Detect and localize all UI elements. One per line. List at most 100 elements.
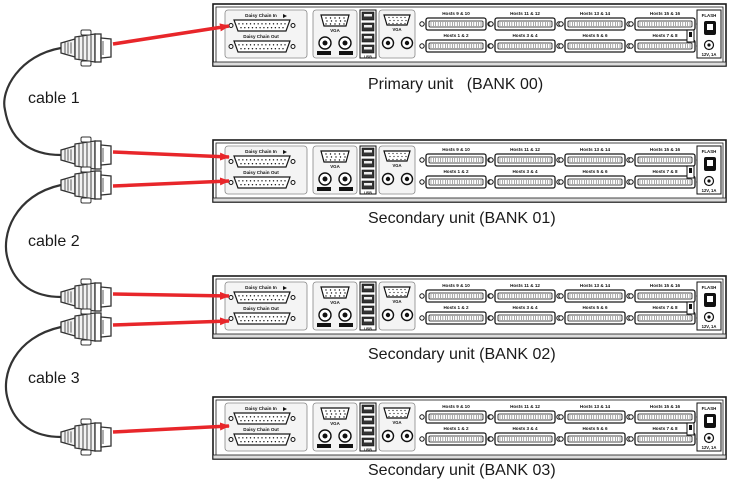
cable-2-wire: [4, 183, 62, 299]
host-port-label: Hosts 1 & 2: [443, 33, 468, 38]
host-port-label: Hosts 13 & 14: [580, 404, 611, 409]
daisy-chain-in-label: Daisy Chain In: [245, 13, 277, 18]
cable-label-1: cable 1: [28, 90, 80, 107]
host-port: [558, 175, 632, 189]
host-port: [628, 289, 702, 303]
power-label: 12V, 1A: [702, 445, 717, 450]
daisy-chain-in-port: [228, 19, 296, 32]
power-label: 12V, 1A: [702, 188, 717, 193]
daisy-chain-in-port: [228, 291, 296, 304]
usb-label: USB: [364, 327, 372, 331]
kvm-unit: Daisy Chain In Daisy Chain Out VGA USB VGA Ho…: [212, 3, 727, 67]
daisy-chain-out-port: [228, 312, 296, 325]
local-vga-port: [383, 14, 411, 26]
host-port: [419, 175, 493, 189]
host-port: [488, 17, 562, 31]
host-port: [558, 311, 632, 325]
host-port: [628, 153, 702, 167]
host-port: [419, 410, 493, 424]
host-port: [628, 410, 702, 424]
host-port-label: Hosts 3 & 4: [512, 33, 537, 38]
host-port-label: Hosts 13 & 14: [580, 11, 611, 16]
daisy-in-arrow-icon: [283, 407, 287, 411]
host-port: [558, 410, 632, 424]
host-port: [558, 289, 632, 303]
arrow-cable3-to-bank03-in: [112, 422, 230, 434]
vga-label: VGA: [330, 300, 340, 305]
cable-2-plug-bank02: [60, 278, 112, 316]
host-port-label: Hosts 15 & 16: [650, 147, 681, 152]
vga-port: [320, 150, 350, 163]
host-port: [419, 311, 493, 325]
host-port: [628, 17, 702, 31]
local-vga-label: VGA: [392, 420, 401, 425]
cable-2-plug-bank01: [60, 166, 112, 204]
arrow-cable3-to-bank02-out: [112, 317, 230, 327]
host-port-label: Hosts 15 & 16: [650, 11, 681, 16]
daisy-chain-out-label: Daisy Chain Out: [243, 427, 279, 432]
cable-3-plug-bank03: [60, 418, 112, 456]
host-port: [419, 39, 493, 53]
host-port-label: Hosts 15 & 16: [650, 283, 681, 288]
local-vga-port: [383, 150, 411, 162]
host-port-label: Hosts 5 & 6: [582, 33, 607, 38]
host-port: [558, 17, 632, 31]
usb-label: USB: [364, 55, 372, 59]
daisy-chain-in-label: Daisy Chain In: [245, 285, 277, 290]
power-label: 12V, 1A: [702, 324, 717, 329]
host-port: [488, 432, 562, 446]
unit-caption-bank-01: Secondary unit (BANK 01): [368, 210, 556, 227]
host-port-label: Hosts 7 & 8: [652, 33, 677, 38]
vga-label: VGA: [330, 28, 340, 33]
host-port-label: Hosts 1 & 2: [443, 305, 468, 310]
daisy-chain-in-port: [228, 155, 296, 168]
arrow-cable2-to-bank02-in: [112, 291, 230, 300]
vga-port: [320, 286, 350, 299]
cable-3-plug-bank02: [60, 308, 112, 346]
local-vga-label: VGA: [392, 163, 401, 168]
vga-label: VGA: [330, 164, 340, 169]
daisy-chain-out-port: [228, 40, 296, 53]
connection-arrows: [112, 23, 230, 434]
kvm-unit: Daisy Chain In Daisy Chain Out VGA USB VGA Ho…: [212, 275, 727, 339]
host-port-label: Hosts 5 & 6: [582, 426, 607, 431]
host-port-label: Hosts 9 & 10: [442, 147, 470, 152]
host-port: [628, 432, 702, 446]
unit-caption-bank-00: Primary unit (BANK 00): [368, 76, 544, 93]
daisy-chain-out-port: [228, 176, 296, 189]
vga-label: VGA: [330, 421, 340, 426]
host-port-label: Hosts 7 & 8: [652, 169, 677, 174]
host-port: [419, 289, 493, 303]
cable-1-wire: [3, 46, 62, 157]
vga-port: [320, 407, 350, 420]
host-port-label: Hosts 3 & 4: [512, 169, 537, 174]
daisy-chain-out-port: [228, 433, 296, 446]
daisy-chain-out-label: Daisy Chain Out: [243, 34, 279, 39]
host-port-label: Hosts 15 & 16: [650, 404, 681, 409]
daisy-chain-in-label: Daisy Chain In: [245, 149, 277, 154]
arrow-cable2-to-bank01-out: [112, 177, 230, 188]
daisy-chain-out-label: Daisy Chain Out: [243, 306, 279, 311]
usb-label: USB: [364, 448, 372, 452]
cable-1-plug-primary: [60, 29, 112, 67]
host-port: [488, 410, 562, 424]
arrow-cable1-to-primary-in: [112, 23, 230, 46]
vga-port: [320, 14, 350, 27]
host-port: [558, 39, 632, 53]
host-port: [488, 39, 562, 53]
host-port: [558, 153, 632, 167]
host-port-label: Hosts 7 & 8: [652, 426, 677, 431]
cable-label-3: cable 3: [28, 370, 80, 387]
host-port-label: Hosts 7 & 8: [652, 305, 677, 310]
host-port: [488, 175, 562, 189]
host-port-label: Hosts 11 & 12: [510, 404, 540, 409]
local-vga-label: VGA: [392, 299, 401, 304]
host-port-label: Hosts 9 & 10: [442, 404, 470, 409]
host-port-label: Hosts 11 & 12: [510, 147, 540, 152]
host-port: [419, 432, 493, 446]
daisy-chain-in-port: [228, 412, 296, 425]
local-vga-label: VGA: [392, 27, 401, 32]
host-port-label: Hosts 13 & 14: [580, 283, 611, 288]
